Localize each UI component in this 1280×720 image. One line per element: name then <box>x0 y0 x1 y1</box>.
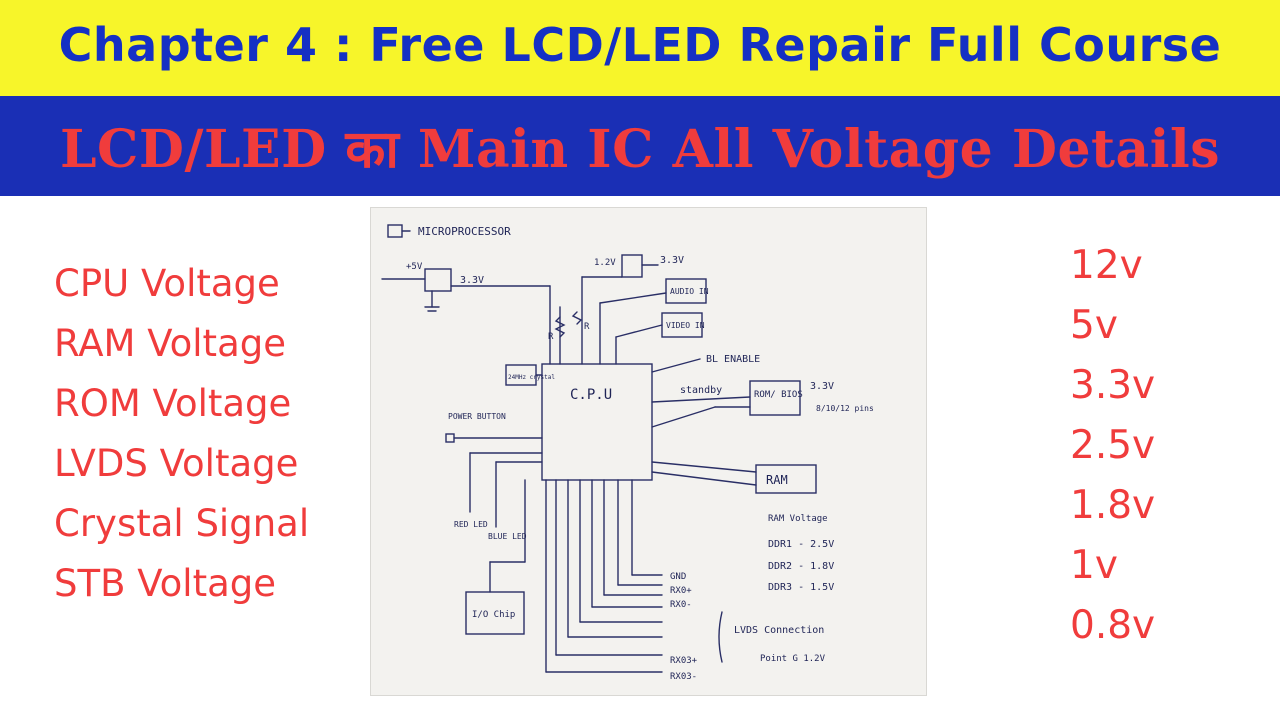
label-red-led: RED LED <box>454 520 488 529</box>
io-chip-box <box>465 591 525 635</box>
label-ddr1: DDR1 - 2.5V <box>768 539 834 550</box>
chapter-banner: Chapter 4 : Free LCD/LED Repair Full Cou… <box>0 0 1280 96</box>
label-io-chip: I/O Chip <box>472 610 515 620</box>
topic-crystal-signal: Crystal Signal <box>54 502 310 545</box>
voltage-value-list: 12v 5v 3.3v 2.5v 1.8v 1v 0.8v <box>1070 240 1260 660</box>
label-blue-led: BLUE LED <box>488 532 527 541</box>
audio-box <box>665 278 707 304</box>
label-video: VIDEO IN <box>666 321 705 330</box>
label-resistor-a: R <box>548 332 554 342</box>
label-power-button: POWER BUTTON <box>448 412 506 421</box>
label-plus5v: +5V <box>406 262 423 272</box>
label-ddr2: DDR2 - 1.8V <box>768 561 834 572</box>
diagram-heading: MICROPROCESSOR <box>418 225 511 238</box>
voltage-value: 12v <box>1070 243 1143 288</box>
rom-box <box>749 380 801 416</box>
label-rom-pins: 8/10/12 pins <box>816 404 874 413</box>
label-ram: RAM <box>766 473 788 487</box>
label-1v2: 1.2V <box>594 258 616 268</box>
label-3v3-left: 3.3V <box>460 275 484 286</box>
label-bl-enable: BL ENABLE <box>706 354 760 365</box>
label-ddr3: DDR3 - 1.5V <box>768 582 834 593</box>
power-button-box <box>445 433 455 443</box>
label-crystal: 24MHz crystal <box>508 374 555 381</box>
voltage-value: 0.8v <box>1070 603 1156 648</box>
voltage-value: 5v <box>1070 303 1118 348</box>
label-rx0m: RX0- <box>670 600 692 610</box>
voltage-topic-list: CPU Voltage RAM Voltage ROM Voltage LVDS… <box>54 258 364 618</box>
chapter-title: Chapter 4 : Free LCD/LED Repair Full Cou… <box>58 18 1222 72</box>
label-lvds-point: Point G 1.2V <box>760 654 826 664</box>
voltage-value: 2.5v <box>1070 423 1156 468</box>
label-rx03m: RX03- <box>670 672 697 682</box>
label-ram-voltage-title: RAM Voltage <box>768 514 828 524</box>
label-resistor-b: R <box>584 322 590 332</box>
voltage-value: 3.3v <box>1070 363 1156 408</box>
ram-box <box>755 464 817 494</box>
label-cpu: C.P.U <box>570 387 612 403</box>
topic-lvds-voltage: LVDS Voltage <box>54 442 299 485</box>
voltage-value: 1.8v <box>1070 483 1156 528</box>
subtitle: LCD/LED का Main IC All Voltage Details <box>59 119 1221 180</box>
cube-icon <box>387 224 403 238</box>
regulator-left <box>424 268 452 292</box>
label-standby: standby <box>680 385 722 396</box>
label-audio: AUDIO IN <box>670 287 709 296</box>
subtitle-banner: LCD/LED का Main IC All Voltage Details <box>0 96 1280 196</box>
topic-cpu-voltage: CPU Voltage <box>54 262 280 305</box>
label-rx03p: RX03+ <box>670 656 698 666</box>
label-rom-voltage: 3.3V <box>810 381 834 392</box>
regulator-top <box>621 254 643 278</box>
label-gnd: GND <box>670 572 686 582</box>
label-rom: ROM/ BIOS <box>754 390 803 400</box>
topic-stb-voltage: STB Voltage <box>54 562 277 605</box>
topic-rom-voltage: ROM Voltage <box>54 382 292 425</box>
label-3v3-top: 3.3V <box>660 255 684 266</box>
cpu-block <box>541 363 653 481</box>
label-rx0p: RX0+ <box>670 586 692 596</box>
handdrawn-diagram-photo: MICROPROCESSOR +5V 3.3V 1.2V 3.3V AUDIO … <box>370 207 927 696</box>
microprocessor-diagram: MICROPROCESSOR +5V 3.3V 1.2V 3.3V AUDIO … <box>381 224 874 682</box>
label-lvds-connection: LVDS Connection <box>734 625 824 636</box>
voltage-value: 1v <box>1070 543 1118 588</box>
topic-ram-voltage: RAM Voltage <box>54 322 286 365</box>
